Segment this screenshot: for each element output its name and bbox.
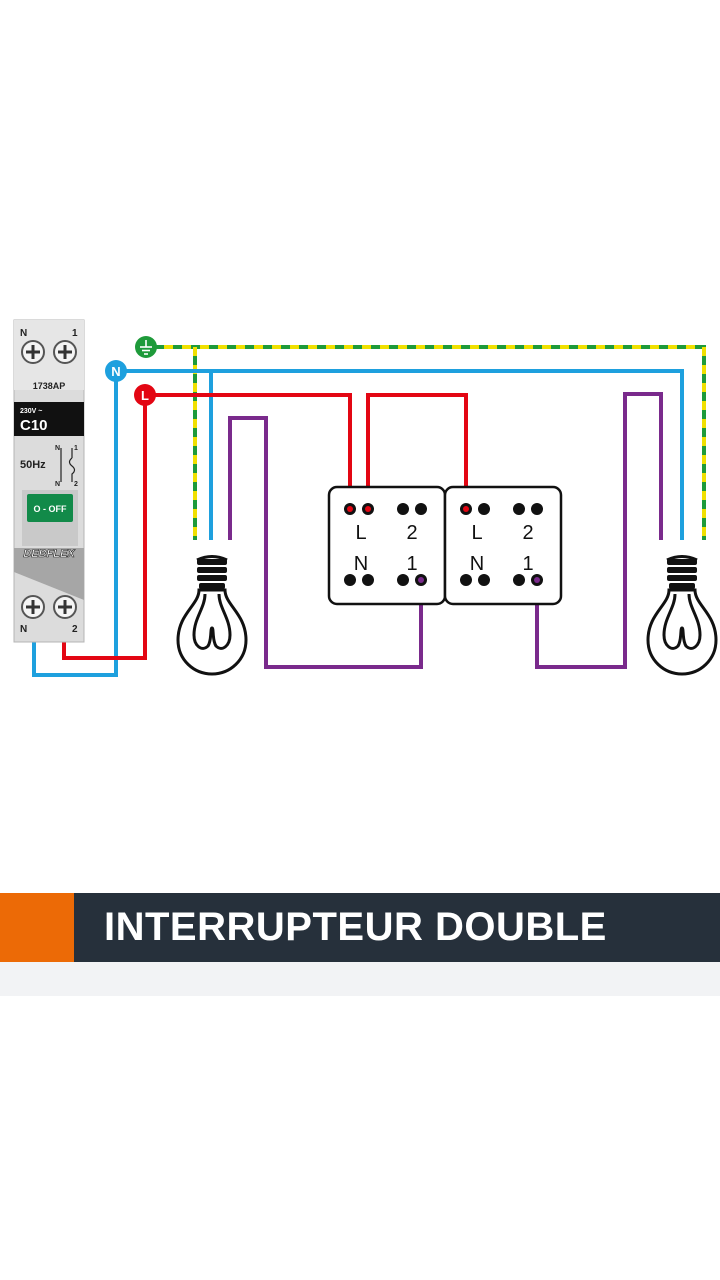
breaker-symbol-icon <box>60 448 76 482</box>
symbol-n2: N <box>55 481 60 488</box>
breaker-top-n-label: N <box>20 328 27 339</box>
earth-wire <box>146 345 706 540</box>
symbol-n: N <box>55 445 60 452</box>
breaker-frequency: 50Hz <box>20 459 46 471</box>
switch-left-label-2: 2 <box>406 522 417 544</box>
switched-wire <box>228 392 663 669</box>
switch-right-label-1: 1 <box>522 553 533 575</box>
breaker-bottom-2-label: 2 <box>72 624 78 635</box>
earth-icon <box>140 340 152 355</box>
lamp-right-icon <box>646 555 718 676</box>
banner-title: INTERRUPTEUR DOUBLE <box>104 905 607 949</box>
switch-left-label-n: N <box>354 553 368 575</box>
breaker-brand: DEBFLEX <box>23 548 75 560</box>
breaker-bottom-n-label: N <box>20 624 27 635</box>
double-switch: L 2 N 1 L 2 N 1 <box>327 485 563 606</box>
neutral-marker: N <box>105 360 127 382</box>
lamp-left-icon <box>176 555 248 676</box>
switch-right[interactable] <box>443 485 563 606</box>
earth-marker <box>135 336 157 358</box>
breaker-toggle[interactable] <box>27 494 73 522</box>
breaker-top-1-label: 1 <box>72 328 78 339</box>
circuit-breaker: N 1 1738AP 230V ~ C10 50Hz N 1 N 2 O - O… <box>13 319 85 643</box>
live-wire <box>62 393 468 660</box>
switch-left-label-l: L <box>355 522 366 544</box>
switch-right-label-l: L <box>471 522 482 544</box>
live-marker-label: L <box>141 388 149 403</box>
title-banner: INTERRUPTEUR DOUBLE <box>0 893 720 962</box>
breaker-rating: C10 <box>20 417 48 434</box>
symbol-1: 1 <box>74 445 78 452</box>
switch-left-label-1: 1 <box>406 553 417 575</box>
symbol-2: 2 <box>74 481 78 488</box>
live-marker: L <box>134 384 156 406</box>
wiring-diagram: N 1 1738AP 230V ~ C10 50Hz N 1 N 2 O - O… <box>13 319 718 677</box>
switch-right-label-2: 2 <box>522 522 533 544</box>
banner-accent <box>0 893 74 962</box>
neutral-wire <box>32 369 684 677</box>
neutral-marker-label: N <box>111 364 120 379</box>
banner-strip <box>0 962 720 996</box>
breaker-model: 1738AP <box>33 381 66 391</box>
switch-right-label-n: N <box>470 553 484 575</box>
breaker-toggle-label: O - OFF <box>34 504 67 514</box>
breaker-voltage: 230V ~ <box>20 408 42 415</box>
